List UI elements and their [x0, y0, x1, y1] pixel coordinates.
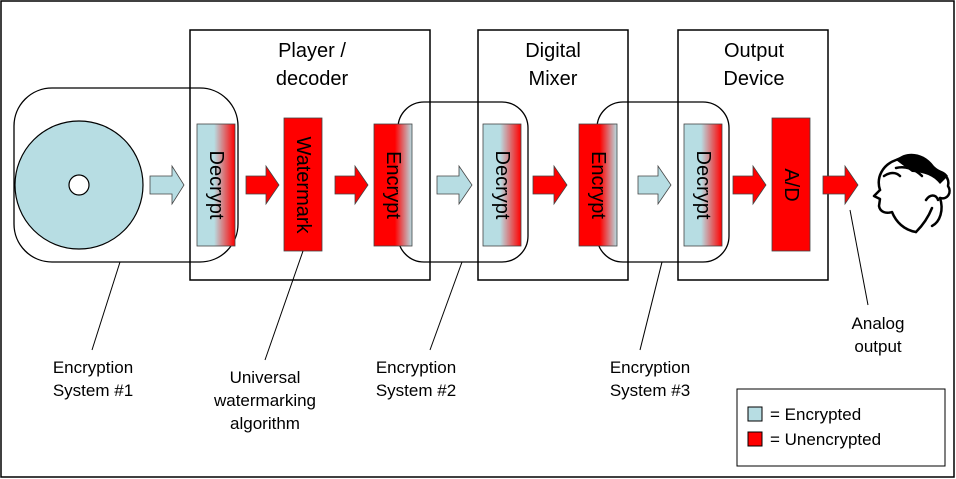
callout-enc-sys-3-line1: Encryption [610, 358, 690, 377]
ad-converter-block: A/D [771, 117, 811, 252]
decrypt-block-1: Decrypt [196, 123, 236, 247]
flow-arrow-unencrypted-4 [732, 164, 767, 206]
digital-mixer-box [477, 29, 629, 281]
output-title-line1: Output [724, 40, 784, 62]
callout-enc-sys-3-line2: System #3 [610, 381, 690, 400]
legend-label-encrypted: = Encrypted [770, 405, 861, 424]
callout-watermarking-line3: algorithm [230, 414, 300, 433]
watermark-block: Watermark [283, 117, 323, 252]
encryption-system-1-region [13, 87, 239, 263]
callout-enc-sys-1-line1: Encryption [53, 358, 133, 377]
flow-arrow-encrypted-3 [637, 164, 672, 206]
callout-enc-sys-2-line2: System #2 [376, 381, 456, 400]
callout-line-enc-sys-3 [639, 261, 663, 351]
legend: = Encrypted = Unencrypted [736, 388, 946, 467]
legend-label-unencrypted: = Unencrypted [770, 430, 881, 449]
legend-swatch-unencrypted [747, 431, 763, 447]
mixer-title-line1: Digital [525, 40, 581, 62]
disc-icon [14, 120, 144, 250]
callout-analog-line1: Analog [852, 314, 905, 333]
encrypt-block-2: Encrypt [578, 123, 618, 247]
encrypt-block-1-label: Encrypt [382, 151, 404, 219]
decrypt-block-2-label: Decrypt [491, 151, 513, 220]
decrypt-block-1-label: Decrypt [205, 151, 227, 220]
decrypt-block-2: Decrypt [482, 123, 522, 247]
callout-line-analog [849, 209, 869, 306]
callout-watermarking-line1: Universal [230, 368, 301, 387]
player-title-line1: Player / [278, 40, 346, 62]
mixer-title-line2: Mixer [529, 68, 578, 90]
ad-converter-block-label: A/D [780, 168, 802, 201]
flow-arrow-encrypted-2 [436, 164, 473, 206]
callout-enc-sys-2-line1: Encryption [376, 358, 456, 377]
callout-line-watermarking [264, 250, 304, 361]
flow-arrow-unencrypted-5 [822, 164, 859, 206]
output-device-box [677, 29, 829, 281]
encrypt-block-1: Encrypt [373, 123, 413, 247]
legend-frame [736, 388, 946, 467]
callout-analog-line2: output [854, 337, 902, 356]
legend-swatch-encrypted [747, 406, 763, 422]
encrypt-block-2-label: Encrypt [587, 151, 609, 219]
watermark-block-label: Watermark [292, 136, 314, 234]
listener-head-icon [872, 156, 951, 234]
flow-arrow-unencrypted-3 [532, 164, 568, 206]
decrypt-block-3-label: Decrypt [692, 151, 714, 220]
flow-arrow-unencrypted-1 [245, 164, 280, 206]
callout-line-enc-sys-1 [91, 261, 121, 351]
callout-watermarking-line2: watermarking [213, 391, 316, 410]
flow-arrow-encrypted-1 [149, 164, 185, 206]
output-title-line2: Device [723, 68, 784, 90]
flow-arrow-unencrypted-2 [334, 164, 369, 206]
callout-line-enc-sys-2 [429, 261, 463, 351]
player-title-line2: decoder [276, 68, 349, 90]
player-decoder-box [189, 29, 431, 281]
callout-enc-sys-1-line2: System #1 [53, 381, 133, 400]
decrypt-block-3: Decrypt [683, 123, 723, 247]
listener-hair [896, 153, 948, 184]
